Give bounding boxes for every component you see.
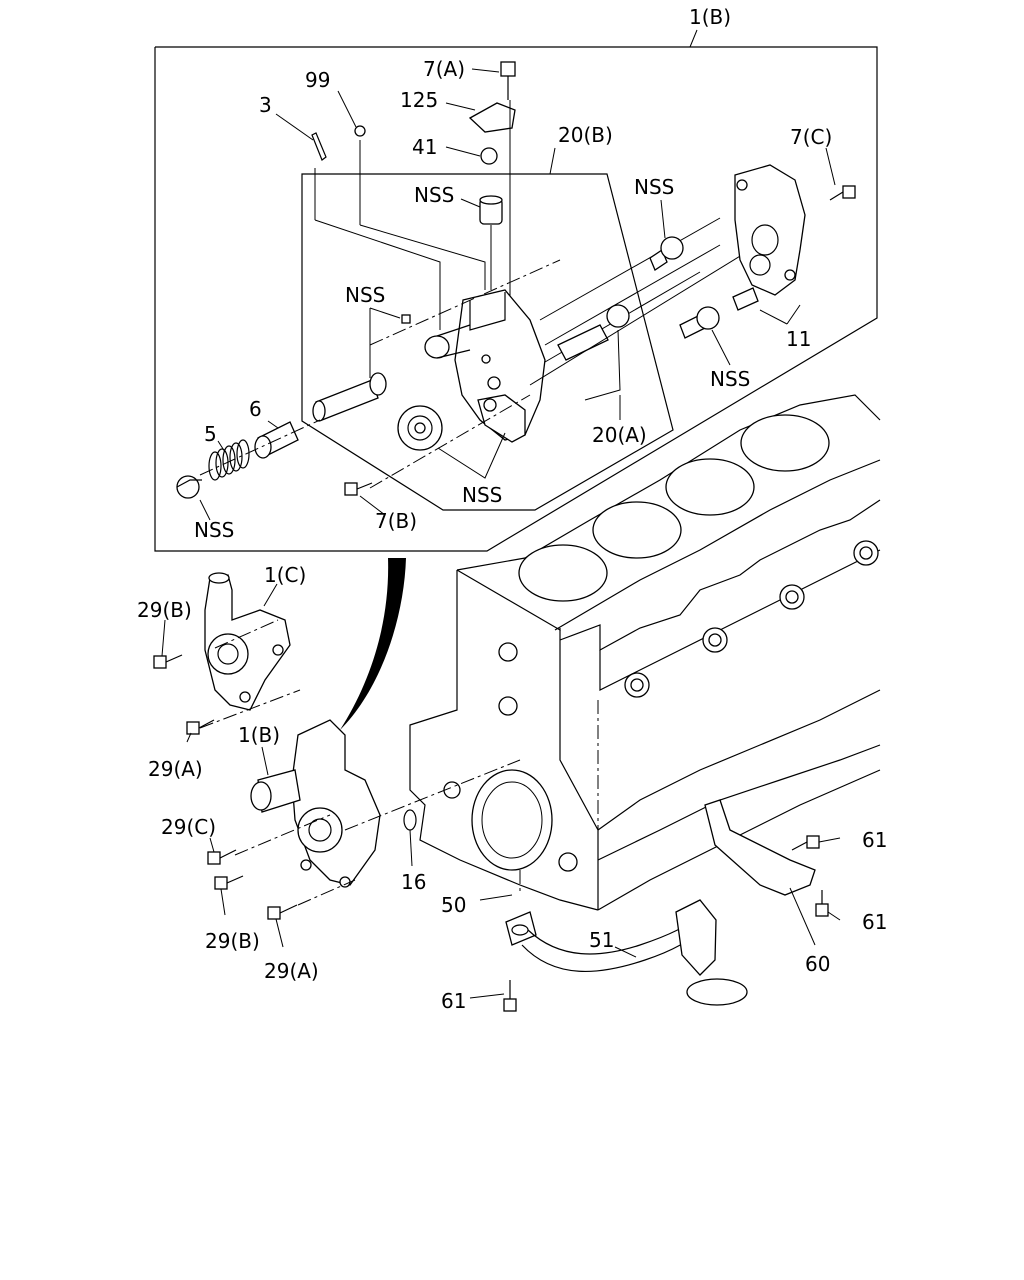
detail-frame [154,29,878,552]
o-ring-16 [403,809,417,831]
shaft-gear-nss-right [679,306,720,339]
callout-11: 11 [786,327,811,351]
pump-detail-parts [176,61,856,499]
callout-7b: 7(B) [375,509,417,533]
drive-gear-nss [397,405,443,451]
callout-20a: 20(A) [592,423,647,447]
callout-41: 41 [412,135,437,159]
detail-pointer-arrow [340,558,406,730]
shaft-20a [557,304,630,361]
callout-20b: 20(B) [558,123,613,147]
oil-pipe-51 [505,899,748,1006]
dowel-11 [732,287,759,311]
callout-29b-upper: 29(B) [137,598,192,622]
bracket-60 [704,799,816,896]
callout-1b-top: 1(B) [689,5,731,29]
oil-strainer [686,978,748,1006]
callout-nss-gear-right: NSS [710,367,750,391]
callout-nss-drive-gear: NSS [462,483,502,507]
callout-6: 6 [249,397,262,421]
spring-5 [208,439,250,481]
callout-61-left: 61 [441,989,466,1013]
cover-plate-125 [468,102,516,133]
callout-5: 5 [204,422,217,446]
callout-61-top: 61 [862,828,887,852]
cylinder-bore-1 [518,544,608,602]
callout-nss-gear-upper: NSS [634,175,674,199]
bolt-7c [829,185,856,201]
cotter-pin-3 [311,132,327,161]
callout-60: 60 [805,952,830,976]
plug-nss [479,195,503,225]
callout-50: 50 [441,893,466,917]
bolt-7b [344,482,373,496]
pump-cover [734,164,806,296]
bolt-7a [500,61,516,100]
callout-7c: 7(C) [790,125,832,149]
callout-1c: 1(C) [264,563,306,587]
plug-99 [354,125,366,137]
pump-assembly-1c [204,572,291,711]
ball-41 [480,147,498,165]
bolts-61 [503,835,829,1012]
callout-labels: 1(B) 7(A) 125 99 3 41 20(B) 7(C) NSS NSS… [137,5,887,1013]
callout-1b-lower: 1(B) [238,723,280,747]
pump-assembly-1b-lower [250,719,381,888]
callout-99: 99 [305,68,330,92]
cap-nss [176,475,202,499]
callout-16: 16 [401,870,426,894]
callout-29a-upper: 29(A) [148,757,203,781]
callout-nss-plug: NSS [414,183,454,207]
shaft-gear-nss-upper [649,236,684,271]
callout-3: 3 [259,93,272,117]
cylinder-bore-2 [592,501,682,559]
engine-block [409,394,881,911]
callout-125: 125 [400,88,438,112]
callout-51: 51 [589,928,614,952]
relief-piston-nss [312,372,387,422]
callout-29a-lower: 29(A) [264,959,319,983]
cylinder-bore-3 [665,458,755,516]
leader-lines [161,68,841,999]
callout-29c: 29(C) [161,815,216,839]
cylinder-bore-4 [740,414,830,472]
callout-61-right: 61 [862,910,887,934]
callout-29b-lower: 29(B) [205,929,260,953]
callout-nss-pin: NSS [345,283,385,307]
crankshaft-bore [471,769,553,871]
callout-nss-cap: NSS [194,518,234,542]
callout-7a: 7(A) [423,57,465,81]
